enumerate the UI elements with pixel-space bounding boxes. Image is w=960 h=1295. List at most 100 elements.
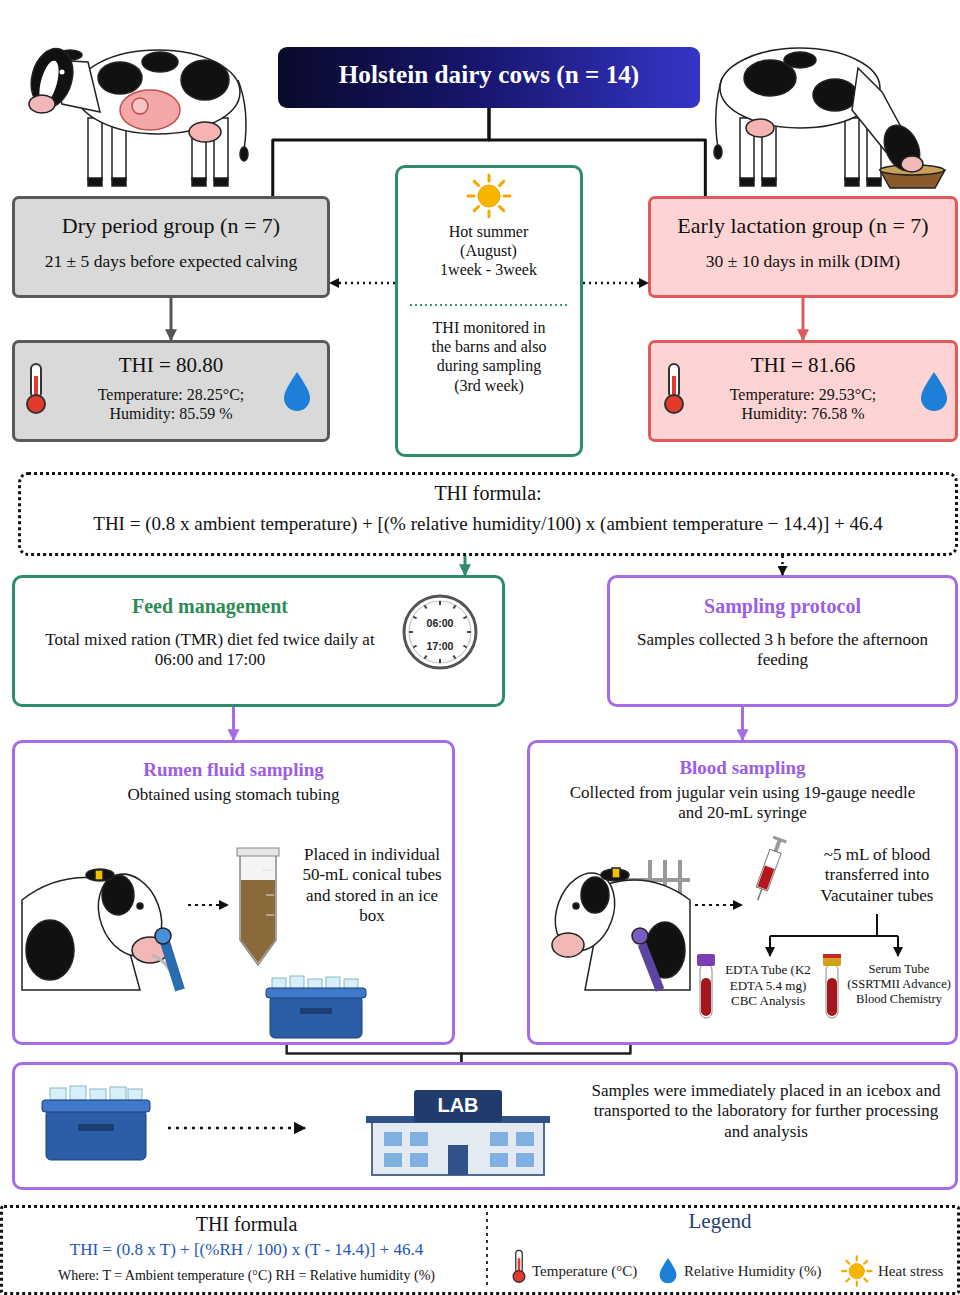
text-slot: Holstein dairy cows (n = 14) — [278, 60, 700, 90]
clock-time: 06:00 — [420, 617, 460, 630]
text-slot: Heat stress — [878, 1262, 943, 1280]
connector — [287, 1045, 462, 1062]
syringe-part — [757, 866, 774, 890]
rumen-cow-part — [26, 920, 74, 980]
blood-cow-part — [581, 877, 609, 913]
pregnant-cow-part — [60, 70, 65, 75]
legend-title: Legend — [620, 1209, 820, 1234]
sun-icon-part — [849, 1263, 864, 1278]
syringe-part — [758, 889, 762, 900]
thi-box: THI = 80.80Temperature: 28.25°C; Humidit… — [12, 340, 330, 442]
sun-icon-part — [842, 1256, 871, 1285]
node-text: Collected from jugular vein using 19-gau… — [562, 783, 923, 824]
pregnant-cow-part — [25, 44, 79, 112]
clock-icon-part — [404, 596, 476, 668]
flow-arrow — [188, 904, 228, 906]
node-heading: Early lactation group (n = 7) — [651, 213, 955, 239]
node-heading: THI formula — [13, 1212, 480, 1236]
syringe-part — [756, 849, 781, 891]
legend-text: Relative Humidity (%) — [684, 1262, 821, 1280]
lab-building — [366, 1090, 550, 1175]
edta-tube-part — [697, 954, 715, 966]
node-text: Samples were immediately placed in an ic… — [585, 1081, 947, 1142]
flow-arrow — [695, 904, 742, 906]
node-text: Serum Tube (SSRTMII Advance) Blood Chemi… — [843, 962, 955, 1007]
lab-building-part — [448, 1145, 468, 1175]
text-slot: THI monitored in the barns and also duri… — [425, 318, 553, 395]
rumen-cow-part — [165, 942, 180, 990]
text-slot: Legend — [620, 1209, 820, 1234]
sun-icon-part — [478, 185, 500, 207]
eating-cow-part — [845, 118, 859, 180]
sun-icon — [842, 1256, 871, 1285]
rumen-cow-part — [137, 903, 143, 909]
node-heading: THI = 80.80 — [15, 353, 327, 378]
rumen-cow-part — [86, 869, 114, 881]
text-slot: Blood sampling — [530, 757, 955, 780]
separator-line — [410, 304, 568, 306]
blood-cow-part — [601, 869, 629, 881]
conical-tube-part — [240, 855, 276, 965]
legend-text: Temperature (°C) — [532, 1262, 637, 1280]
pregnant-cow-part — [192, 178, 206, 186]
text-slot: Temperature (°C) — [532, 1262, 637, 1280]
connector — [330, 282, 395, 285]
drop-icon — [660, 1258, 677, 1283]
edta-tube — [697, 954, 715, 1018]
node-text: EDTA Tube (K2 EDTA 5.4 mg) CBC Analysis — [716, 962, 820, 1009]
thermometer-icon-part — [27, 395, 45, 413]
clock-icon-part — [409, 601, 471, 663]
lab-building-part — [410, 1153, 428, 1167]
text-slot: Feed management — [30, 594, 390, 618]
drop-icon-part — [921, 372, 947, 411]
node-text: THI monitored in the barns and also duri… — [425, 318, 553, 395]
text-slot: 21 ± 5 days before expected calving — [15, 251, 327, 272]
text-slot: 06:00 — [420, 617, 460, 630]
conical-tube-part — [262, 870, 274, 915]
text-slot: Early lactation group (n = 7) — [651, 213, 955, 239]
ice-box — [266, 976, 366, 1038]
text-slot: ~5 mL of blood transferred into Vacutain… — [802, 845, 952, 906]
text-slot: Temperature: 28.25°C; Humidity: 85.59 % — [72, 385, 270, 423]
eating-cow-part — [901, 156, 923, 172]
divider-line — [486, 1212, 488, 1288]
process-box: Sampling protocolSamples collected 3 h b… — [607, 575, 958, 707]
sun-icon-part — [468, 175, 510, 217]
text-slot: Where: T = Ambient temperature (°C) RH =… — [13, 1268, 480, 1285]
lab-building-part — [410, 1132, 428, 1146]
connector — [741, 707, 744, 740]
text-slot: Sampling protocol — [610, 594, 955, 618]
pregnant-cow-part — [88, 118, 102, 180]
eating-cow-part — [813, 79, 857, 111]
group-box: Dry period group (n = 7)21 ± 5 days befo… — [12, 196, 330, 298]
pregnant-cow-part — [98, 62, 142, 94]
serum-tube-part — [823, 954, 841, 958]
serum-tube — [823, 954, 841, 1018]
eating-cow-part — [845, 178, 859, 186]
lab-building-part — [516, 1153, 534, 1167]
text-slot: LAB — [414, 1093, 502, 1117]
connector — [464, 556, 467, 575]
info-box: Hot summer (August) 1week - 3weekTHI mon… — [395, 165, 583, 457]
node-heading: Rumen fluid sampling — [15, 759, 452, 782]
lab-building-part — [414, 1090, 502, 1122]
edta-tube-part — [700, 964, 712, 1018]
conical-tube-part — [237, 848, 279, 856]
rumen-cow-part — [155, 928, 171, 944]
eating-cow-part — [746, 119, 774, 137]
eating-cow-part — [877, 119, 926, 176]
text-slot: THI formula: — [21, 481, 955, 505]
ice-box — [42, 1086, 150, 1160]
lab-building-part — [384, 1132, 402, 1146]
edta-tube-part — [701, 978, 711, 1016]
ice-box-part — [78, 1124, 114, 1131]
node-text: 21 ± 5 days before expected calving — [15, 251, 327, 272]
text-slot: Serum Tube (SSRTMII Advance) Blood Chemi… — [843, 962, 955, 1007]
ice-box-part — [272, 978, 286, 989]
ice-box-part — [300, 1008, 332, 1014]
flow-arrow — [168, 1127, 305, 1130]
text-slot: Collected from jugular vein using 19-gau… — [562, 783, 923, 824]
thi-box: THI = 81.66Temperature: 29.53°C; Humidit… — [648, 340, 958, 442]
split-arrow-part — [769, 936, 771, 956]
node-heading: THI = 81.66 — [651, 353, 955, 378]
